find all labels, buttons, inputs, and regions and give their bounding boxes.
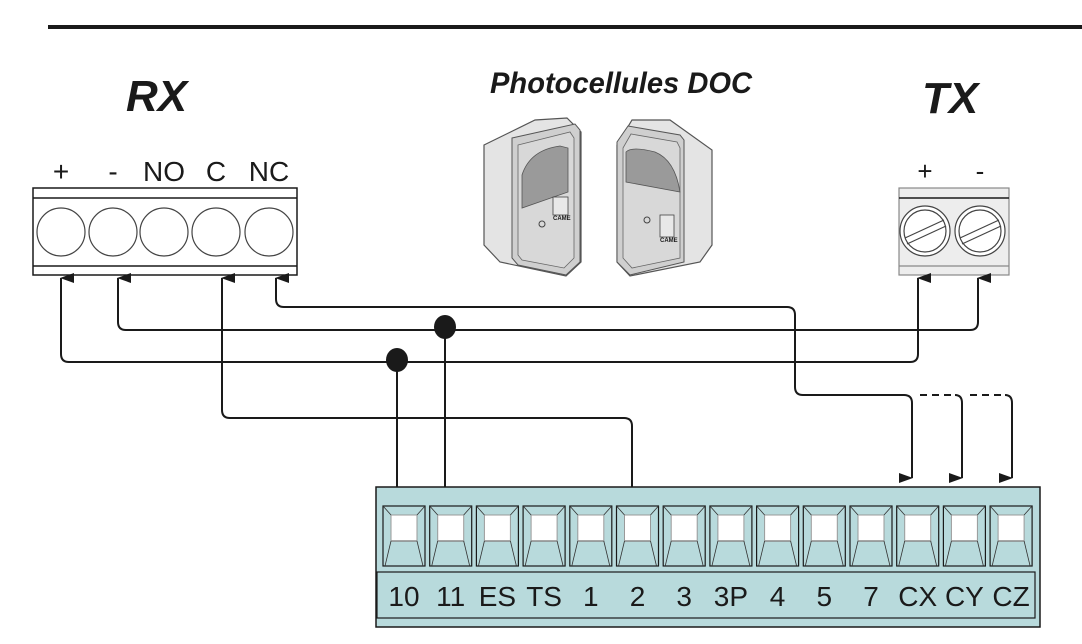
rx-label-plus: +	[53, 156, 69, 187]
board-terminal-10	[382, 505, 426, 567]
board-label-4: 4	[770, 581, 786, 612]
wire-rx-c-to-2	[221, 273, 633, 515]
board-terminal-2	[615, 505, 660, 567]
rx-screw-nc	[244, 207, 294, 257]
board-terminal-11	[429, 505, 473, 567]
rx-label-c: C	[206, 156, 226, 187]
board-terminal-3p	[709, 505, 753, 567]
photocell-rx-device: CAME	[483, 117, 582, 277]
tx-screw-plus	[899, 205, 951, 257]
rx-screw-minus	[88, 207, 138, 257]
wire-rx-nc-to-cx	[275, 273, 913, 483]
came-logo-tx: CAME	[660, 238, 678, 244]
tx-title: TX	[922, 74, 981, 123]
rx-terminal-block: + -NO C NC	[32, 156, 298, 276]
tx-label-minus: -	[976, 156, 985, 186]
board-terminal-cz	[989, 505, 1033, 567]
came-logo-rx: CAME	[553, 216, 571, 222]
board-label-ts: TS	[526, 581, 562, 612]
board-label-cy: CY	[945, 581, 984, 612]
board-terminal-1	[569, 505, 613, 567]
junction-dot-plus	[386, 348, 408, 372]
board-label-3: 3	[676, 581, 692, 612]
board-terminal-ts	[522, 505, 566, 567]
board-terminal-3	[662, 505, 706, 567]
photocell-tx-device: CAME	[616, 119, 713, 277]
board-label-2: 2	[630, 581, 646, 612]
rx-screw-c	[191, 207, 241, 257]
top-rule	[48, 25, 1082, 29]
tx-terminal-block: +-	[898, 156, 1010, 276]
device-title: Photocellules DOC	[490, 67, 753, 100]
board-label-cz: CZ	[992, 581, 1029, 612]
board-label-11: 11	[436, 581, 465, 612]
board-label-7: 7	[863, 581, 879, 612]
rx-label-nc: NC	[249, 156, 289, 187]
tx-label-plus: +	[917, 156, 932, 186]
board-terminal-es	[475, 505, 519, 567]
junction-dot-minus	[434, 315, 456, 339]
rx-screw-no	[139, 207, 189, 257]
board-label-es: ES	[479, 581, 516, 612]
rx-title: RX	[126, 72, 190, 121]
rx-label-minus: -	[108, 156, 117, 187]
board-label-10: 10	[388, 581, 419, 612]
wire-rx-minus-to-tx-minus	[117, 273, 991, 331]
board-terminal-cy	[942, 505, 987, 567]
rx-screw-plus	[36, 207, 86, 257]
wire-to-cy	[949, 394, 963, 483]
board-label-3p: 3P	[714, 581, 748, 612]
board-terminal-5	[802, 505, 846, 567]
board-terminal-4	[755, 505, 800, 567]
tx-screw-minus	[954, 205, 1006, 257]
wire-to-cz	[999, 394, 1013, 483]
board-label-1: 1	[583, 581, 599, 612]
wire-rx-plus-to-tx-plus	[60, 273, 931, 363]
board-terminal-cx	[896, 505, 940, 567]
rx-label-no: NO	[143, 156, 185, 187]
board-label-5: 5	[817, 581, 833, 612]
board-terminal-7	[849, 505, 893, 567]
board-label-cx: CX	[898, 581, 937, 612]
